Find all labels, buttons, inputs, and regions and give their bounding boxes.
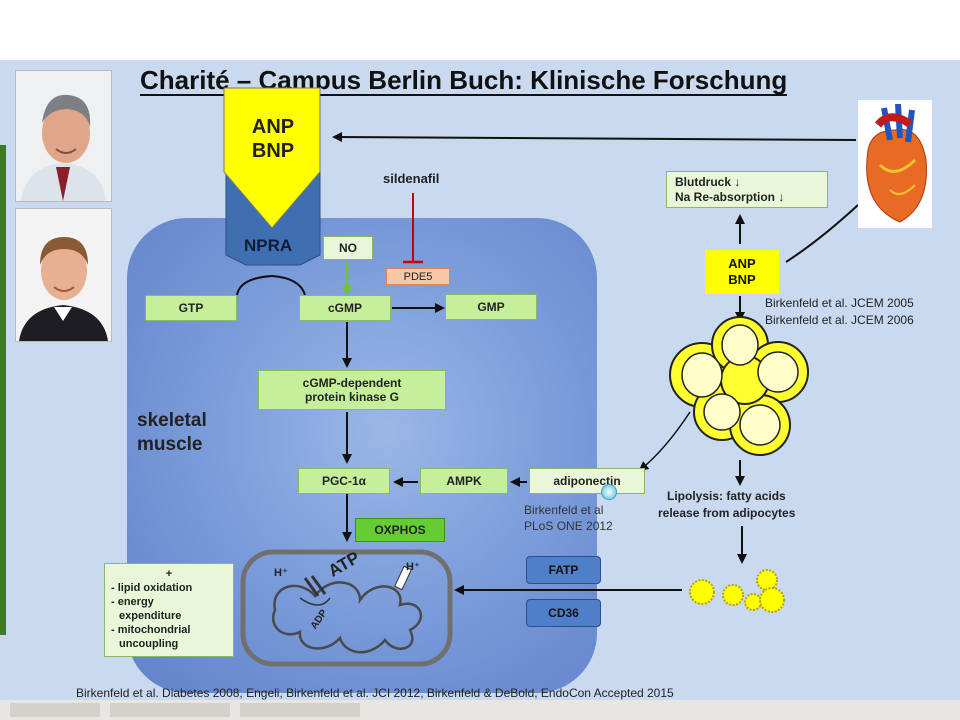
photo-person-2 xyxy=(15,208,112,342)
adiponectin-box: adiponectin xyxy=(529,468,645,494)
receptor-arm-left xyxy=(236,275,273,296)
pgc1a-box: PGC-1α xyxy=(298,468,390,494)
anp-right-label: ANP xyxy=(728,256,756,271)
anp-bnp-right-box: ANP BNP xyxy=(705,250,779,294)
heart-icon xyxy=(858,100,932,228)
effects-item: uncoupling xyxy=(119,638,179,650)
photo-person-1 xyxy=(15,70,112,202)
effects-item: expenditure xyxy=(119,610,182,622)
mito-h-left: H⁺ xyxy=(274,567,288,579)
ref-jcem-2006: Birkenfeld et al. JCEM 2006 xyxy=(765,313,914,327)
gmp-box: GMP xyxy=(445,294,537,320)
fatp-box: FATP xyxy=(526,556,601,584)
effects-item: - lipid oxidation xyxy=(111,582,193,594)
no-box: NO xyxy=(323,236,373,260)
taskbar-item[interactable] xyxy=(240,703,360,717)
person-2-portrait xyxy=(16,209,111,341)
receptor-arm-right xyxy=(271,275,306,296)
ref-jcem-2005: Birkenfeld et al. JCEM 2005 xyxy=(765,296,914,310)
gtp-box: GTP xyxy=(145,295,237,321)
pde5-box: PDE5 xyxy=(386,268,450,285)
bnp-top-label: BNP xyxy=(251,140,295,162)
pkg-box: cGMP-dependent protein kinase G xyxy=(258,370,446,410)
mitochondrion-icon xyxy=(240,549,453,667)
anp-bnp-arrow-shape xyxy=(223,87,321,229)
taskbar xyxy=(0,700,960,720)
footer-reference: Birkenfeld et al. Diabetes 2008, Engeli,… xyxy=(76,686,674,700)
ampk-box: AMPK xyxy=(420,468,508,494)
blutdruck-label: Blutdruck ↓ xyxy=(675,175,741,189)
npra-label: NPRA xyxy=(244,236,293,255)
oxphos-box: OXPHOS xyxy=(355,518,445,542)
heart-effects-box: Blutdruck ↓ Na Re-absorption ↓ xyxy=(666,171,828,208)
person-1-portrait xyxy=(16,71,111,201)
muscle-label: muscle xyxy=(137,434,203,455)
effects-item: - mitochondrial xyxy=(111,624,191,636)
taskbar-item[interactable] xyxy=(110,703,230,717)
adipocyte-cluster-icon xyxy=(669,316,809,456)
cgmp-box: cGMP xyxy=(299,295,391,321)
cd36-box: CD36 xyxy=(526,599,601,627)
skeletal-label: skeletal xyxy=(137,410,207,431)
lipolysis-line-1: Lipolysis: fatty acids xyxy=(667,489,786,503)
arrow-adipocytes-to-adiponectin xyxy=(638,411,691,472)
ref-plos-line-1: Birkenfeld et al xyxy=(524,503,604,517)
lipolysis-line-2: release from adipocytes xyxy=(658,506,796,520)
ref-plos-line-2: PLoS ONE 2012 xyxy=(524,519,613,533)
taskbar-item[interactable] xyxy=(10,703,100,717)
anp-top-label: ANP xyxy=(251,116,295,138)
arrow-heart-to-adipocytes xyxy=(785,204,859,263)
na-reabsorption-label: Na Re-absorption ↓ xyxy=(675,190,785,204)
pkg-line-2: protein kinase G xyxy=(304,390,400,404)
arrow-heart-to-anp xyxy=(332,132,857,143)
effects-item: - energy xyxy=(111,596,154,608)
sildenafil-label: sildenafil xyxy=(383,171,440,186)
bnp-right-label: BNP xyxy=(728,272,756,287)
pkg-line-1: cGMP-dependent xyxy=(302,376,402,390)
effects-box: + - lipid oxidation - energy expenditure… xyxy=(104,563,234,657)
left-accent-strip xyxy=(0,145,6,635)
effects-plus: + xyxy=(165,568,173,580)
fatty-acid-droplets-icon xyxy=(689,569,785,613)
cursor-icon xyxy=(601,484,617,500)
mito-h-right: H⁺ xyxy=(406,561,420,573)
